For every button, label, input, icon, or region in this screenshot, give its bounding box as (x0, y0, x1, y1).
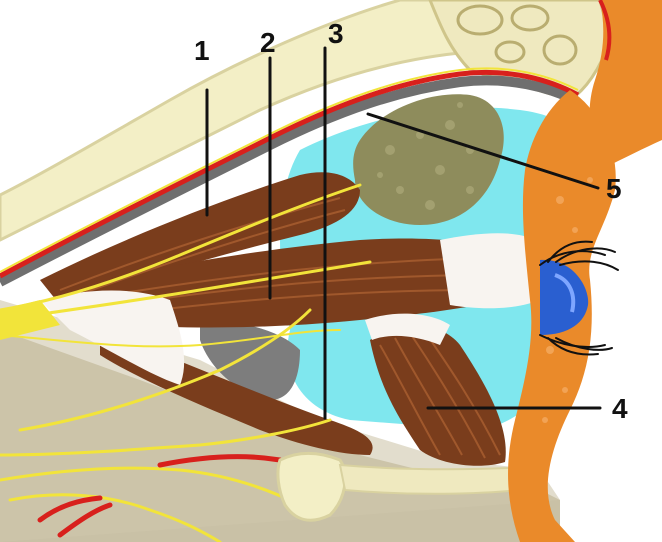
label-3: 3 (328, 18, 344, 49)
lower-bone-edge (340, 465, 520, 494)
zygomatic-bone (278, 453, 345, 520)
label-5: 5 (606, 173, 622, 204)
label-4: 4 (612, 393, 628, 424)
label-2: 2 (260, 27, 276, 58)
label-1: 1 (194, 35, 210, 66)
